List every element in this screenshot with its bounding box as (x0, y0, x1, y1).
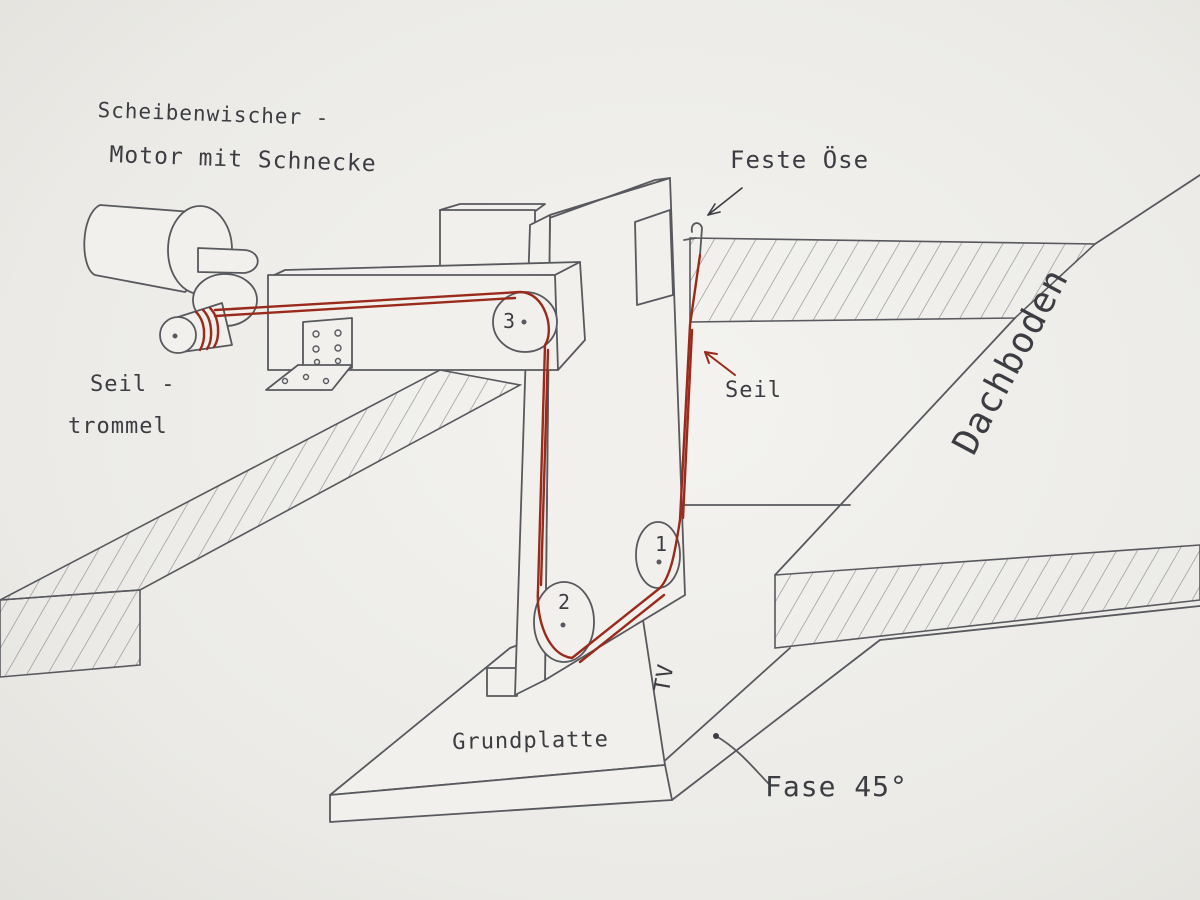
chamfer-edge-2 (671, 639, 881, 801)
chamfer-leader (713, 733, 771, 786)
rope-path-inner (213, 296, 694, 664)
rope-arrow (704, 351, 736, 376)
pulley-3-number: 3 (503, 309, 517, 333)
chamfer-label: Fase 45° (765, 770, 908, 803)
base-stop-block (486, 667, 518, 697)
attic-edge-2 (1094, 174, 1200, 245)
board-clamp (634, 209, 674, 306)
tv-label: TV (650, 661, 680, 695)
rope-label: Seil (725, 378, 782, 403)
base-plate-front (329, 764, 673, 823)
drum-label-line2: trommel (68, 414, 168, 439)
attic-edge (774, 317, 1016, 576)
drum-windings (194, 306, 220, 352)
eyelet-arrow (707, 187, 743, 216)
eyelet-label: Feste Öse (730, 146, 870, 174)
fixed-eyelet (683, 222, 703, 256)
bracket-holes (281, 329, 342, 385)
left-slab-top (0, 369, 523, 601)
angle-bracket (302, 317, 353, 373)
wiper-motor (83, 204, 259, 327)
right-slab (774, 544, 1200, 649)
pulley-2-number: 2 (558, 590, 572, 614)
arm-end (554, 261, 586, 371)
pulley-1-number: 1 (655, 532, 669, 556)
chamfer-edge-1 (659, 647, 791, 766)
attic-floor (0, 174, 1200, 801)
drum-label-line1: Seil - (90, 372, 176, 397)
left-slab-front (0, 589, 141, 678)
rope-path (213, 253, 702, 660)
floor-lower-edge (879, 605, 1200, 641)
motor-shaft (197, 247, 259, 274)
drum-face (159, 316, 197, 354)
base-plate-label: Grundplatte (452, 727, 610, 755)
